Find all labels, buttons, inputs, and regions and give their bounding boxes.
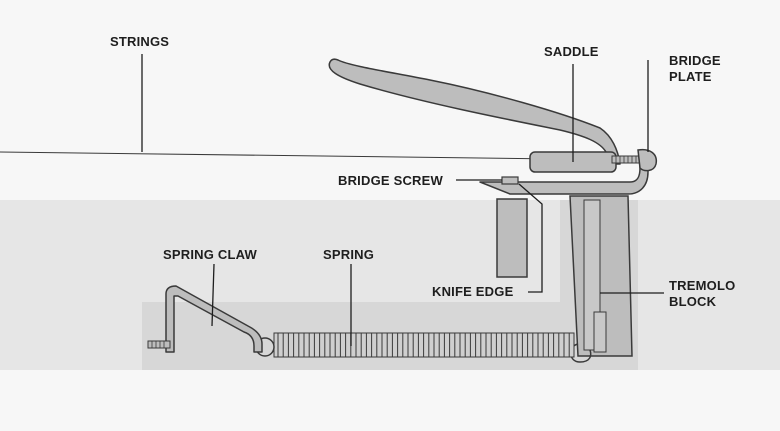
label-saddle: SADDLE [544, 44, 599, 59]
claw-screw-thread [151, 341, 165, 348]
spring-claw-shape [165, 285, 263, 353]
label-spring: SPRING [323, 247, 375, 262]
label-strings: STRINGS [110, 34, 170, 49]
leader-spring-claw [211, 263, 215, 327]
label-tremolo-block-line2: BLOCK [669, 294, 717, 309]
label-bridge-plate-line1: BRIDGE [669, 53, 721, 68]
tremolo-block-notch [593, 311, 607, 353]
label-tremolo-block-line1: TREMOLO [669, 278, 736, 293]
bridge-screw-head [501, 176, 519, 185]
label-bridge-screw: BRIDGE SCREW [338, 173, 443, 188]
label-spring-claw: SPRING CLAW [163, 247, 257, 262]
spring-coil-lines [277, 333, 570, 357]
claw-screw [147, 340, 171, 349]
leader-knife-edge [518, 183, 543, 293]
intonation-screw-thread [615, 156, 637, 163]
bridge-plate-knob [637, 148, 658, 172]
tremolo-arm [328, 58, 621, 165]
leader-lines [141, 54, 664, 346]
bridge-screw-body [496, 198, 528, 278]
label-bridge-plate-line2: PLATE [669, 69, 712, 84]
label-knife-edge: KNIFE EDGE [432, 284, 514, 299]
